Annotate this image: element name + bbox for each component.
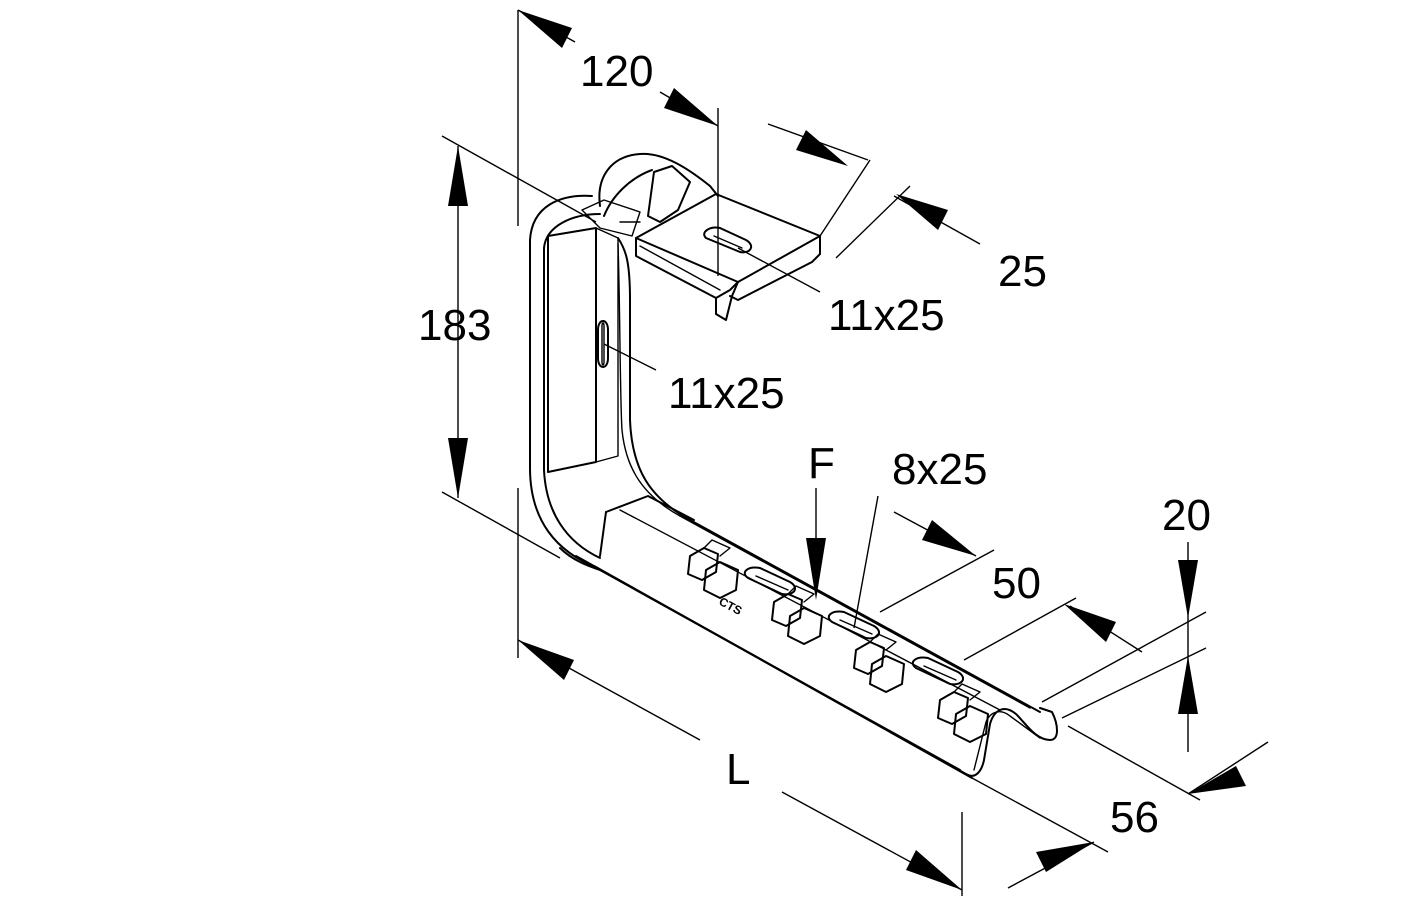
arm-clip-1: [687, 539, 739, 599]
slot-label-top: 11x25: [828, 291, 945, 340]
logo-text: CTS: [717, 594, 745, 618]
dimension-50: 50: [992, 559, 1041, 608]
dimension-labels: 120 25 11x25 183 11x25 F 8x25 50 20 L 56: [418, 47, 1211, 842]
slot-label-arm: 8x25: [892, 445, 987, 494]
dimension-lines: [441, 9, 1269, 896]
dimension-183: 183: [418, 301, 491, 350]
slot-label-side: 11x25: [668, 369, 785, 418]
arm-clip-2: [771, 585, 823, 645]
arm-clip-3: [853, 633, 905, 693]
dimension-120: 120: [580, 47, 653, 96]
arm-clip-4: [937, 683, 989, 743]
load-label-f: F: [808, 439, 835, 488]
dimension-20: 20: [1162, 491, 1211, 540]
dimension-25: 25: [998, 247, 1047, 296]
dimension-56: 56: [1110, 793, 1159, 842]
dimension-l: L: [726, 745, 750, 794]
